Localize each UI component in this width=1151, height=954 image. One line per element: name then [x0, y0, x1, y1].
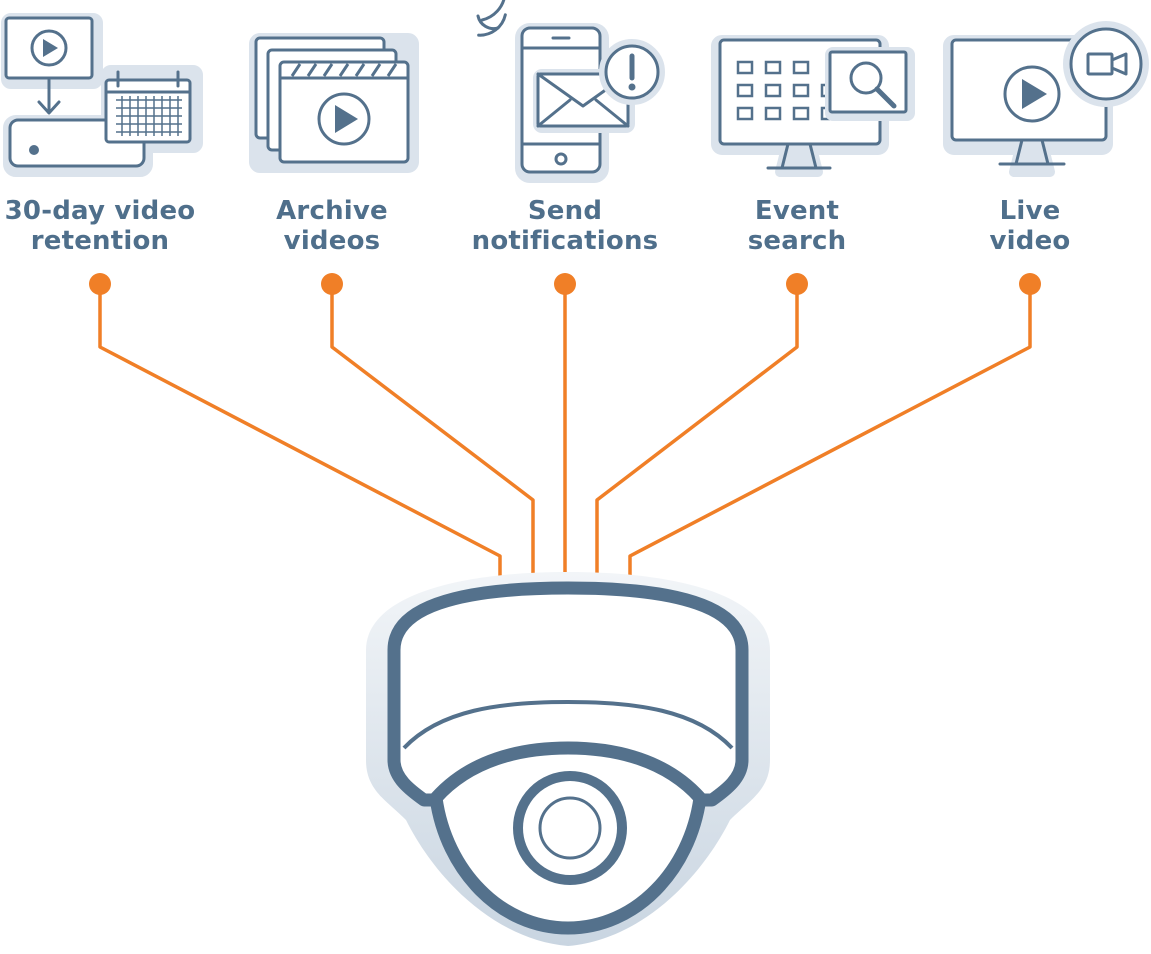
- label-live: Live video: [915, 196, 1145, 256]
- label-search-line1: Event: [754, 196, 840, 226]
- connector-dot-live: [1019, 273, 1041, 295]
- label-retention-line2: retention: [30, 226, 170, 256]
- label-retention-line1: 30-day video: [4, 196, 196, 226]
- label-archive-line2: videos: [283, 226, 381, 256]
- connector-dot-archive: [321, 273, 343, 295]
- connector-dot-notify: [554, 273, 576, 295]
- label-retention: 30-day video retention: [0, 196, 215, 256]
- dome-security-camera-icon: [366, 572, 770, 946]
- label-search: Event search: [682, 196, 912, 256]
- connector-search: [595, 284, 799, 586]
- connector-lines: [89, 273, 1041, 586]
- monitor-grid-magnifier-icon: [711, 35, 915, 177]
- label-notify: Send notifications: [450, 196, 680, 256]
- phone-envelope-alert-icon: [476, 0, 665, 183]
- connector-archive: [330, 284, 535, 586]
- label-archive: Archive videos: [217, 196, 447, 256]
- connector-dot-retention: [89, 273, 111, 295]
- monitor-play-camera-icon: [943, 21, 1149, 177]
- stacked-video-clips-icon: [249, 33, 419, 173]
- label-notify-line1: Send: [527, 196, 603, 226]
- label-archive-line1: Archive: [276, 196, 388, 226]
- connector-live: [628, 284, 1032, 586]
- label-search-line2: search: [747, 226, 847, 256]
- label-notify-line2: notifications: [471, 226, 659, 256]
- connector-retention: [98, 284, 502, 586]
- label-live-line2: video: [989, 226, 1071, 256]
- video-to-recorder-calendar-icon: [1, 13, 203, 177]
- label-live-line1: Live: [999, 196, 1061, 226]
- connector-dot-search: [786, 273, 808, 295]
